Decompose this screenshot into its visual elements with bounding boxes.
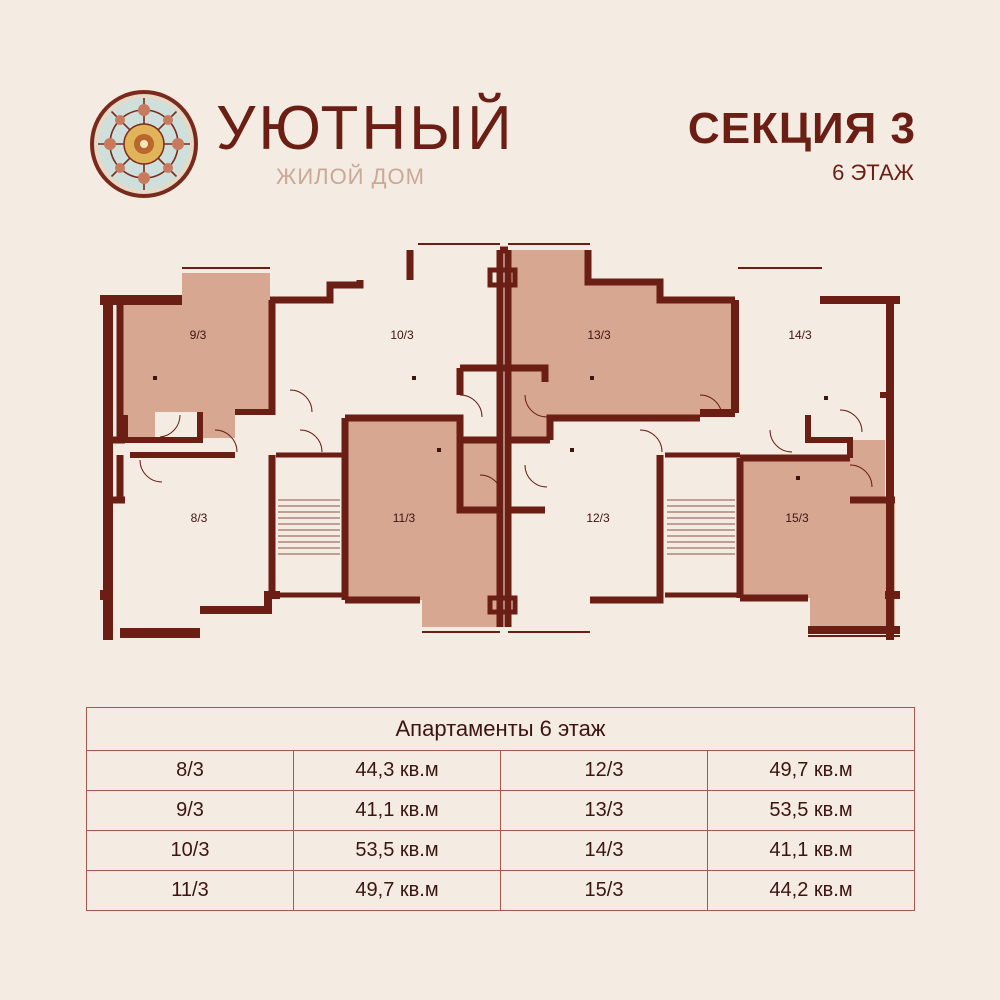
unit-label-12-3: 12/3 (586, 511, 610, 525)
unit-label-13-3: 13/3 (587, 328, 611, 342)
markers (153, 376, 828, 480)
apartment-area: 53,5 кв.м (706, 790, 916, 831)
brand-subtitle: ЖИЛОЙ ДОМ (276, 164, 425, 189)
apartment-number: 10/3 (86, 830, 294, 871)
section-title: СЕКЦИЯ 3 (687, 104, 916, 153)
unit-13-3-fill (508, 250, 735, 440)
doors (139, 389, 873, 498)
apartment-area: 44,2 кв.м (706, 870, 916, 911)
unit-label-11-3: 11/3 (393, 511, 416, 525)
apartment-number: 13/3 (500, 790, 708, 831)
apartment-area: 41,1 кв.м (706, 830, 916, 871)
table-row: 11/3 49,7 кв.м 15/3 44,2 кв.м (86, 870, 916, 911)
apartments-table: Апартаменты 6 этаж 8/3 44,3 кв.м 12/3 49… (85, 707, 916, 911)
brand-name: УЮТНЫЙ (216, 94, 515, 163)
apartment-area: 53,5 кв.м (293, 830, 501, 871)
table-caption: Апартаменты 6 этаж (85, 707, 916, 751)
apartment-number: 12/3 (500, 750, 708, 791)
stairs (278, 499, 735, 555)
unit-label-9-3: 9/3 (190, 328, 207, 342)
apartment-area: 49,7 кв.м (706, 750, 916, 791)
logo-emblem-icon (90, 90, 198, 198)
unit-label-8-3: 8/3 (191, 511, 208, 525)
apartment-area: 49,7 кв.м (293, 870, 501, 911)
apartment-number: 11/3 (86, 870, 294, 911)
unit-15-3-fill (740, 440, 895, 630)
unit-11-3-fill (343, 418, 500, 627)
table-row: 9/3 41,1 кв.м 13/3 53,5 кв.м (86, 790, 916, 831)
apartment-area: 41,1 кв.м (293, 790, 501, 831)
apartment-number: 14/3 (500, 830, 708, 871)
table-caption-row: Апартаменты 6 этаж (85, 707, 916, 751)
table-row: 10/3 53,5 кв.м 14/3 41,1 кв.м (86, 830, 916, 871)
floor-label: 6 ЭТАЖ (832, 160, 914, 185)
apartment-number: 15/3 (500, 870, 708, 911)
apartment-number: 9/3 (86, 790, 294, 831)
walls (100, 243, 900, 640)
apartment-number: 8/3 (86, 750, 294, 791)
unit-label-15-3: 15/3 (785, 511, 809, 525)
table-row: 8/3 44,3 кв.м 12/3 49,7 кв.м (86, 750, 916, 791)
unit-label-14-3: 14/3 (788, 328, 812, 342)
unit-9-3-fill (120, 273, 270, 438)
apartment-area: 44,3 кв.м (293, 750, 501, 791)
unit-label-10-3: 10/3 (390, 328, 414, 342)
